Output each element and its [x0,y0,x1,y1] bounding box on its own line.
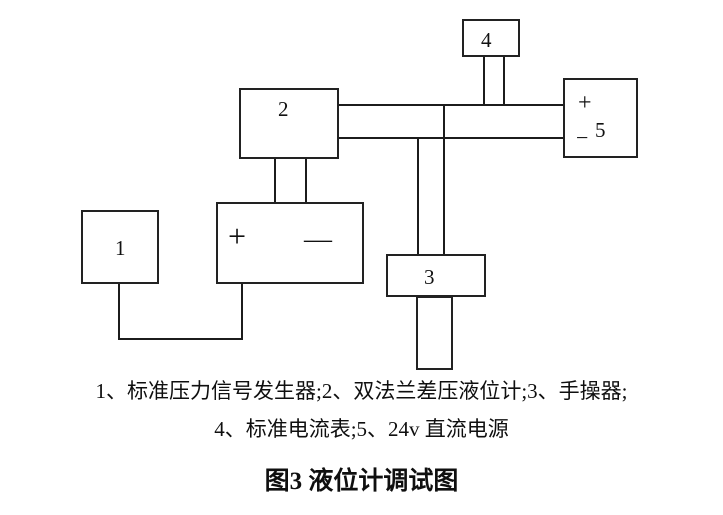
wire-ammeter-stem-right [503,55,505,106]
caption-line-1: 1、标准压力信号发生器;2、双法兰差压液位计;3、手操器; [95,379,628,403]
figure-title: 图3 液位计调试图 [264,468,459,495]
box-1-standard-pressure-signal-generator: 1 [81,210,159,284]
caption-line-2: 4、标准电流表;5、24v 直流电源 [214,417,509,441]
wire-bus-top [337,104,565,106]
wire-ammeter-stem-left [483,55,485,106]
wire-terminal-up [241,282,243,340]
box-3-lower-stub [416,296,453,370]
box-4-standard-ammeter: 4 [462,19,520,57]
wire-handheld-drop-right [443,104,445,256]
wire-transmitter-stem-right [305,157,307,204]
box-1-label: 1 [115,236,126,260]
box-5-minus-sign: − [576,125,589,150]
box-5-24v-dc-power-supply: + − 5 [563,78,638,158]
box-3-handheld-operator: 3 [386,254,486,297]
box-3-label: 3 [424,265,435,289]
wire-transmitter-stem-left [274,157,276,204]
wire-handheld-drop-left [417,137,419,256]
box-2-label: 2 [278,97,289,121]
terminal-box-polarity: + — [216,202,364,284]
wire-bus-bottom [337,137,565,139]
box-5-label: 5 [595,118,606,142]
wire-box1-to-terminal [118,338,243,340]
wire-box1-down [118,282,120,340]
figure-caption: 1、标准压力信号发生器;2、双法兰差压液位计;3、手操器; 4、标准电流表;5、… [0,381,723,440]
terminal-minus-sign: — [304,224,332,255]
terminal-plus-sign: + [228,218,247,254]
box-4-label: 4 [481,28,492,52]
box-2-double-flange-dp-level-transmitter: 2 [239,88,339,159]
box-5-plus-sign: + [578,90,592,116]
